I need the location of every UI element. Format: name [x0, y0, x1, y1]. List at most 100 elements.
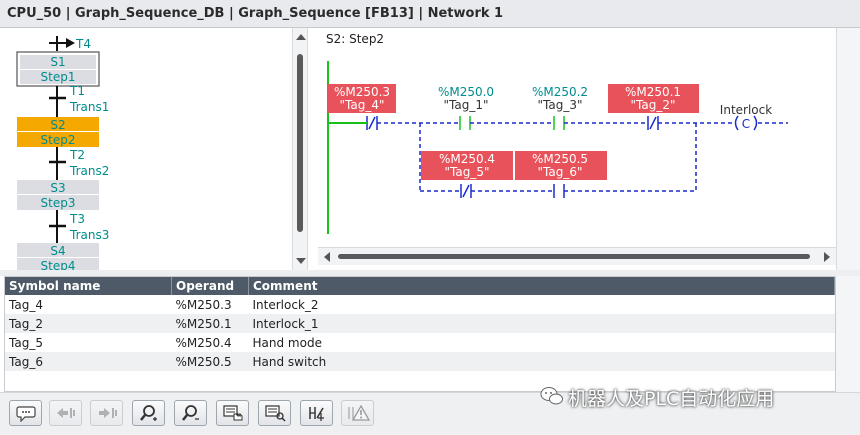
step-id: S3	[50, 181, 65, 195]
zoom-out-button[interactable]	[174, 400, 207, 426]
jump-label[interactable]: T4	[75, 37, 91, 51]
previous-arrow-icon	[56, 408, 75, 418]
contact-tag4[interactable]: %M250.3 "Tag_4"	[334, 85, 390, 130]
wechat-logo-icon	[540, 387, 563, 405]
ladder-network: S2: Step2 %M250.3 "Tag_4" %M250.0 "Tag_1…	[326, 32, 788, 234]
operand-table: Symbol name Operand Comment Tag_4 %M250.…	[4, 276, 836, 392]
highlight-tag6	[515, 151, 607, 180]
column-header-symbol[interactable]: Symbol name	[5, 277, 172, 295]
contact-tag2[interactable]: %M250.1 "Tag_2"	[625, 85, 681, 130]
step-id: S1	[50, 55, 65, 69]
coil-symbol: C	[742, 117, 750, 131]
speech-bubble-icon	[15, 406, 36, 422]
transition-t3[interactable]: T3 Trans3	[69, 212, 109, 242]
signal-flow-icon	[308, 407, 324, 421]
scroll-up-icon[interactable]	[296, 34, 306, 40]
transition-id: T2	[69, 148, 85, 162]
warning-icon	[347, 404, 370, 421]
go-previous-button[interactable]	[49, 400, 82, 426]
contact-address: %M250.2	[532, 85, 588, 99]
scroll-thumb[interactable]	[338, 254, 810, 259]
monitor-button[interactable]	[216, 400, 249, 426]
step-name: Step2	[41, 133, 76, 147]
network-search-icon	[264, 405, 286, 422]
scroll-down-icon[interactable]	[296, 258, 306, 264]
bottom-toolbar	[0, 392, 860, 435]
next-arrow-icon	[98, 408, 117, 418]
editor-area: T4 S1 Step1 T1 Trans1 S2 Step2	[0, 28, 860, 270]
ladder-pane: S2: Step2 %M250.3 "Tag_4" %M250.0 "Tag_1…	[310, 28, 836, 270]
coil-interlock[interactable]: Interlock C	[720, 103, 788, 131]
cell-comment: Interlock_2	[252, 297, 319, 312]
coil-label: Interlock	[720, 103, 772, 117]
step-s4[interactable]: S4 Step4	[17, 243, 99, 270]
cell-comment: Hand mode	[252, 335, 322, 350]
column-header-operand[interactable]: Operand	[171, 277, 249, 295]
jump-arrow-icon	[66, 38, 75, 48]
contact-tag5[interactable]: %M250.4 "Tag_5"	[439, 152, 495, 198]
title-bar: CPU_50 | Graph_Sequence_DB | Graph_Seque…	[0, 0, 860, 28]
sequence-vertical-scrollbar[interactable]	[292, 28, 308, 270]
ladder-vertical-scrollbar[interactable]	[836, 28, 860, 270]
cell-operand: %M250.3	[175, 297, 232, 312]
cell-operand: %M250.1	[171, 314, 249, 333]
table-row[interactable]: Tag_2 %M250.1 Interlock_1	[5, 314, 835, 333]
scroll-left-icon[interactable]	[324, 252, 330, 262]
contact-address: %M250.1	[625, 85, 681, 99]
highlight-tag2	[608, 84, 699, 113]
pane-splitter[interactable]	[0, 270, 860, 276]
contact-tag3[interactable]: %M250.2 "Tag_3"	[532, 85, 588, 130]
step-name: Step4	[41, 259, 76, 270]
step-s3[interactable]: S3 Step3	[17, 180, 99, 210]
contact-tag: "Tag_4"	[340, 98, 385, 112]
scroll-thumb[interactable]	[297, 54, 303, 232]
contact-tag6[interactable]: %M250.5 "Tag_6"	[532, 152, 588, 198]
transition-name: Trans2	[69, 164, 109, 178]
window-title: CPU_50 | Graph_Sequence_DB | Graph_Seque…	[7, 6, 504, 21]
cell-symbol: Tag_2	[5, 314, 172, 333]
cell-comment: Interlock_1	[248, 314, 835, 333]
cell-operand: %M250.5	[171, 352, 249, 371]
table-side-strip	[836, 276, 860, 392]
sequence-graph: T4 S1 Step1 T1 Trans1 S2 Step2	[16, 36, 109, 270]
contact-tag: "Tag_1"	[444, 98, 489, 112]
search-network-button[interactable]	[258, 400, 291, 426]
symbol-table: Symbol name Operand Comment Tag_4 %M250.…	[5, 277, 835, 371]
transition-name: Trans1	[69, 100, 109, 114]
contact-tag: "Tag_2"	[631, 98, 676, 112]
error-display-button[interactable]	[341, 400, 374, 426]
step-header: S2: Step2	[326, 32, 384, 46]
contact-tag: "Tag_5"	[445, 165, 490, 179]
highlight-tag5	[421, 151, 513, 180]
step-id: S4	[50, 244, 65, 258]
transition-t2[interactable]: T2 Trans2	[69, 148, 109, 178]
column-header-comment[interactable]: Comment	[248, 277, 835, 295]
table-row[interactable]: Tag_5 %M250.4 Hand mode	[5, 333, 835, 352]
table-row[interactable]: Tag_6 %M250.5 Hand switch	[5, 352, 835, 371]
monitor-hand-icon	[222, 405, 242, 421]
comment-button[interactable]	[9, 400, 42, 426]
step-s1[interactable]: S1 Step1	[16, 51, 100, 87]
step-name: Step3	[41, 196, 76, 210]
table-row[interactable]: Tag_4 %M250.3 Interlock_2	[5, 295, 835, 314]
step-id: S2	[50, 118, 65, 132]
contact-address: %M250.0	[438, 85, 494, 99]
go-next-button[interactable]	[90, 400, 123, 426]
cell-symbol: Tag_5	[9, 335, 43, 350]
contact-address: %M250.4	[439, 152, 495, 166]
transition-t1[interactable]: T1 Trans1	[69, 84, 109, 114]
transition-id: T3	[69, 212, 85, 226]
transition-id: T1	[69, 84, 85, 98]
step-name: Step1	[41, 70, 76, 84]
step-s2[interactable]: S2 Step2	[17, 117, 99, 147]
sequence-pane: T4 S1 Step1 T1 Trans1 S2 Step2	[0, 28, 292, 270]
zoom-out-icon	[181, 405, 199, 421]
cell-symbol: Tag_4	[9, 297, 43, 312]
contact-tag: "Tag_3"	[538, 98, 583, 112]
contact-tag: "Tag_6"	[538, 165, 583, 179]
zoom-in-button[interactable]	[132, 400, 165, 426]
signal-flow-button[interactable]	[300, 400, 333, 426]
ladder-horizontal-scrollbar[interactable]	[318, 247, 836, 265]
scroll-right-icon[interactable]	[824, 252, 830, 262]
watermark: 机器人及PLC自动化应用	[568, 388, 775, 410]
